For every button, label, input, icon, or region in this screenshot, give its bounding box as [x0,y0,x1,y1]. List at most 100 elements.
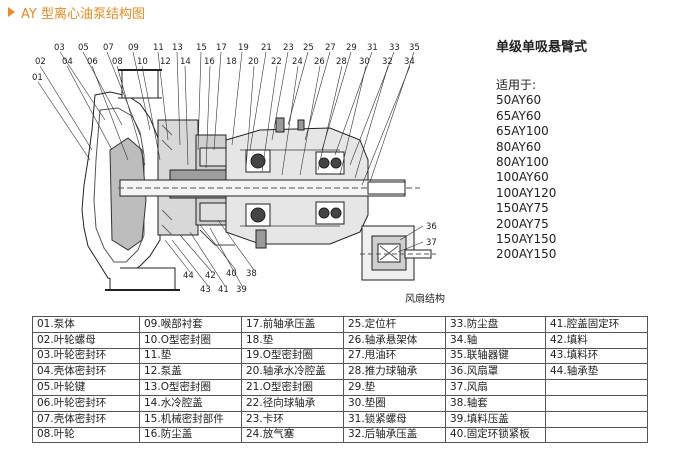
callout-10: 10 [137,57,148,67]
callout-07: 07 [103,43,114,53]
title-arrow-icon [8,7,15,17]
callout-04: 04 [62,57,73,67]
table-cell: 09.喉部衬套 [139,316,242,333]
applicable-label: 适用于: [496,78,537,92]
table-cell: 15.机械密封部件 [139,410,242,428]
callout-02: 02 [35,57,46,67]
callout-36: 36 [426,222,437,232]
table-cell: 37.风扇 [445,379,546,396]
table-cell: 07.壳体密封环 [32,410,140,428]
table-cell: 06.叶轮密封环 [32,394,140,412]
table-cell: 26.轴承悬架体 [343,331,446,349]
callout-35: 35 [409,43,420,53]
callout-11: 11 [153,43,164,53]
table-cell: 11.垫 [139,347,242,365]
table-row: 04.壳体密封环 12.泵盖 20.轴承水冷腔盖 28.推力球轴承 36.风扇罩… [32,363,648,381]
callout-leader-lines [37,51,424,287]
callout-14: 14 [180,57,191,67]
table-row: 02.叶轮螺母 10.O型密封圈 18.垫 26.轴承悬架体 34.轴 42.填… [32,331,648,349]
table-cell: 16.防尘盖 [139,426,242,444]
callout-38: 38 [246,269,257,279]
callout-32: 32 [382,57,393,67]
fan-detail-drawing [360,225,436,281]
table-cell: 42.填料 [545,331,648,349]
table-cell: 18.垫 [241,331,344,349]
table-cell: 19.O型密封圈 [241,347,344,365]
callout-42: 42 [205,271,216,281]
callout-21: 21 [261,43,272,53]
callout-13: 13 [172,43,183,53]
table-cell: 20.轴承水冷腔盖 [241,363,344,381]
table-cell: 23.卡环 [241,410,344,428]
pump-foot [109,267,176,291]
table-cell [545,426,648,444]
callout-22: 22 [271,57,282,67]
table-cell [545,394,648,412]
callout-20: 20 [248,57,259,67]
table-cell: 38.轴套 [445,394,546,412]
table-cell: 10.O型密封圈 [139,331,242,349]
callout-28: 28 [336,57,347,67]
callout-numbers: 03 05 07 09 11 13 15 17 19 21 23 25 27 2… [32,43,437,295]
callout-08: 08 [112,57,123,67]
table-cell: 44.轴承垫 [545,363,648,381]
model-item: 80AY100 [496,155,549,170]
callout-25: 25 [303,43,314,53]
callout-44: 44 [183,271,194,281]
table-cell: 40.固定环锁紧板 [445,426,546,444]
model-item: 100AY60 [496,170,549,185]
callout-05: 05 [78,43,89,53]
table-cell: 29.垫 [343,379,446,396]
table-cell: 21.O型密封圈 [241,379,344,396]
table-cell: 32.后轴承压盖 [343,426,446,444]
callout-09: 09 [128,43,139,53]
callout-30: 30 [359,57,370,67]
parts-list-table: 01.泵体 09.喉部衬套 17.前轴承压盖 25.定位杆 33.防尘盘 41.… [32,316,648,444]
table-cell: 08.叶轮 [32,426,140,444]
table-cell: 04.壳体密封环 [32,363,140,381]
table-cell: 39.填料压盖 [445,410,546,428]
callout-18: 18 [226,57,237,67]
callout-15: 15 [196,43,207,53]
callout-17: 17 [216,43,227,53]
table-cell: 13.O型密封圈 [139,379,242,396]
callout-34: 34 [404,57,415,67]
fan-structure-label: 风扇结构 [405,294,445,305]
table-cell: 17.前轴承压盖 [241,316,344,333]
callout-27: 27 [325,43,336,53]
model-item: 100AY120 [496,185,557,200]
table-cell: 33.防尘盘 [445,316,546,333]
callout-03: 03 [54,43,65,53]
callout-33: 33 [389,43,400,53]
pump-structure-drawing: 03 05 07 09 11 13 15 17 19 21 23 25 27 2… [32,43,437,295]
model-item: 200AY75 [496,216,549,231]
callout-23: 23 [283,43,294,53]
table-cell: 24.放气塞 [241,426,344,444]
applicable-models: 适用于: 50AY60 65AY60 65AY100 80AY60 80AY10… [496,78,556,263]
callout-31: 31 [367,43,378,53]
callout-01: 01 [32,73,43,83]
model-item: 65AY60 [496,108,542,123]
callout-26: 26 [314,57,325,67]
table-cell: 05.叶轮键 [32,379,140,396]
table-cell: 41.腔盖固定环 [545,316,648,333]
callout-06: 06 [87,57,98,67]
table-cell: 35.联轴器键 [445,347,546,365]
table-cell: 36.风扇罩 [445,363,546,381]
table-row: 07.壳体密封环 15.机械密封部件 23.卡环 31.锁紧螺母 39.填料压盖 [32,410,648,428]
callout-12: 12 [160,57,171,67]
table-cell: 02.叶轮螺母 [32,331,140,349]
table-row: 03.叶轮密封环 11.垫 19.O型密封圈 27.甩油环 35.联轴器键 43… [32,347,648,365]
table-cell: 31.锁紧螺母 [343,410,446,428]
table-cell: 43.填料环 [545,347,648,365]
thrust-bearing [315,151,345,175]
table-cell: 30.垫圈 [343,394,446,412]
pump-body-drawing [81,69,436,291]
model-item: 80AY60 [496,139,542,154]
model-item: 150AY150 [496,232,557,247]
table-cell: 34.轴 [445,331,546,349]
table-cell: 28.推力球轴承 [343,363,446,381]
table-cell: 01.泵体 [32,316,140,333]
table-cell: 22.径向球轴承 [241,394,344,412]
table-cell [545,379,648,396]
